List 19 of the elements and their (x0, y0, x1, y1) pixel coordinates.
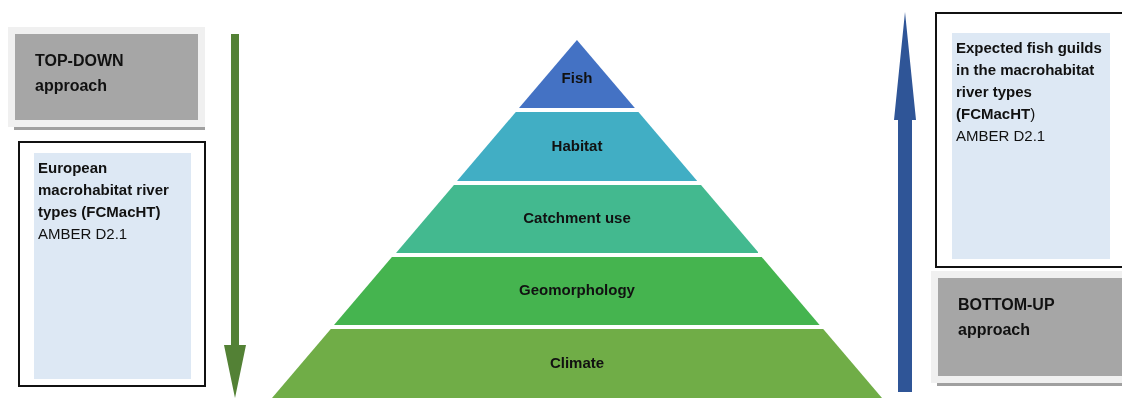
tier-label: Fish (560, 68, 594, 86)
tier-label: Habitat (550, 136, 604, 154)
card-reference: AMBER D2.1 (956, 126, 1047, 146)
pyramid-tier (272, 329, 882, 398)
pyramid-tier (395, 185, 759, 253)
info-card (18, 141, 206, 387)
approach-label: TOP-DOWN approach (35, 51, 125, 96)
pyramid-tier (519, 40, 635, 108)
pyramid-tier (456, 112, 698, 181)
tier-label: Geomorphology (518, 281, 636, 298)
tier-label: Catchment use (522, 209, 632, 226)
approach-label: BOTTOM-UP approach (958, 295, 1056, 340)
block-arrow (224, 34, 246, 398)
info-card (935, 12, 1122, 268)
card-heading: Expected fish guilds in the macrohabitat river types (FCMacHT) (956, 38, 1103, 124)
pyramid-tier (334, 257, 820, 325)
card-reference: AMBER D2.1 (38, 224, 129, 244)
card-heading: European macrohabitat river types (FCMacHT) (38, 158, 170, 222)
tier-label: Climate (548, 353, 606, 371)
